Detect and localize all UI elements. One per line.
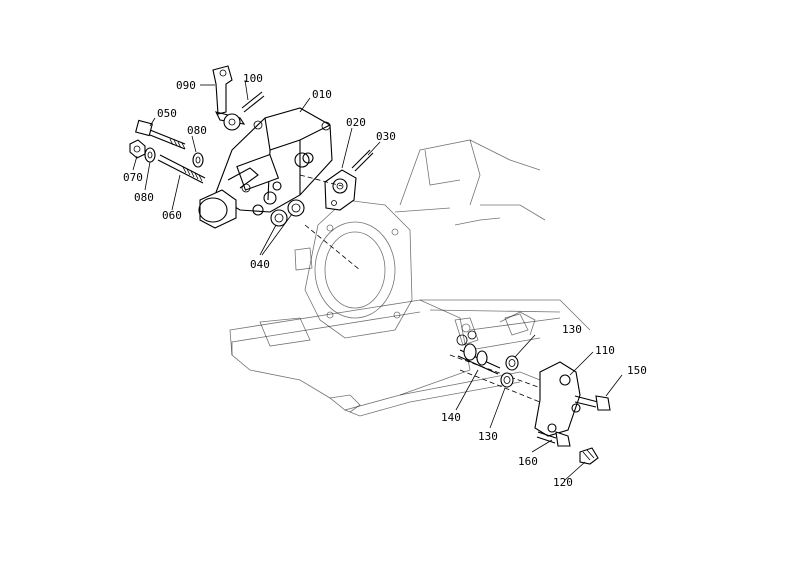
injection-pump-010 [198, 107, 333, 229]
plug-120 [579, 447, 599, 465]
callout-080-lower: 080 [134, 191, 154, 204]
o-ring-040 [270, 199, 305, 227]
nut-070 [129, 139, 146, 159]
bolt-160 [536, 431, 571, 447]
callout-150: 150 [627, 364, 647, 377]
pin-100 [241, 91, 265, 113]
bolt-050 [135, 119, 186, 150]
callout-110: 110 [595, 344, 615, 357]
callout-040: 040 [250, 258, 270, 271]
callout-060: 060 [162, 209, 182, 222]
callout-130-lower: 130 [478, 430, 498, 443]
washer-130-lower [500, 372, 514, 388]
callout-160: 160 [518, 455, 538, 468]
washer-130-upper [505, 355, 519, 371]
callout-020: 020 [346, 116, 366, 129]
bolt-060 [157, 154, 206, 184]
axis-line-center [304, 224, 361, 271]
callout-130-upper: 130 [562, 323, 582, 336]
shaft-140 [456, 330, 501, 375]
callout-030: 030 [376, 130, 396, 143]
bolt-030 [351, 149, 374, 172]
callout-010: 010 [312, 88, 332, 101]
bolt-150 [574, 395, 611, 411]
callout-090: 090 [176, 79, 196, 92]
washer-080-lower [144, 147, 156, 163]
callout-100: 100 [243, 72, 263, 85]
lever-090 [212, 65, 246, 131]
callout-050: 050 [157, 107, 177, 120]
callout-120: 120 [553, 476, 573, 489]
engine-block [229, 139, 591, 417]
bracket-110 [534, 361, 581, 437]
callout-080-upper: 080 [187, 124, 207, 137]
plate-020 [324, 169, 357, 211]
axis-line-upper [299, 174, 343, 187]
callout-140: 140 [441, 411, 461, 424]
washer-080-upper [192, 152, 204, 168]
leader-lines [132, 79, 623, 481]
callout-070: 070 [123, 171, 143, 184]
